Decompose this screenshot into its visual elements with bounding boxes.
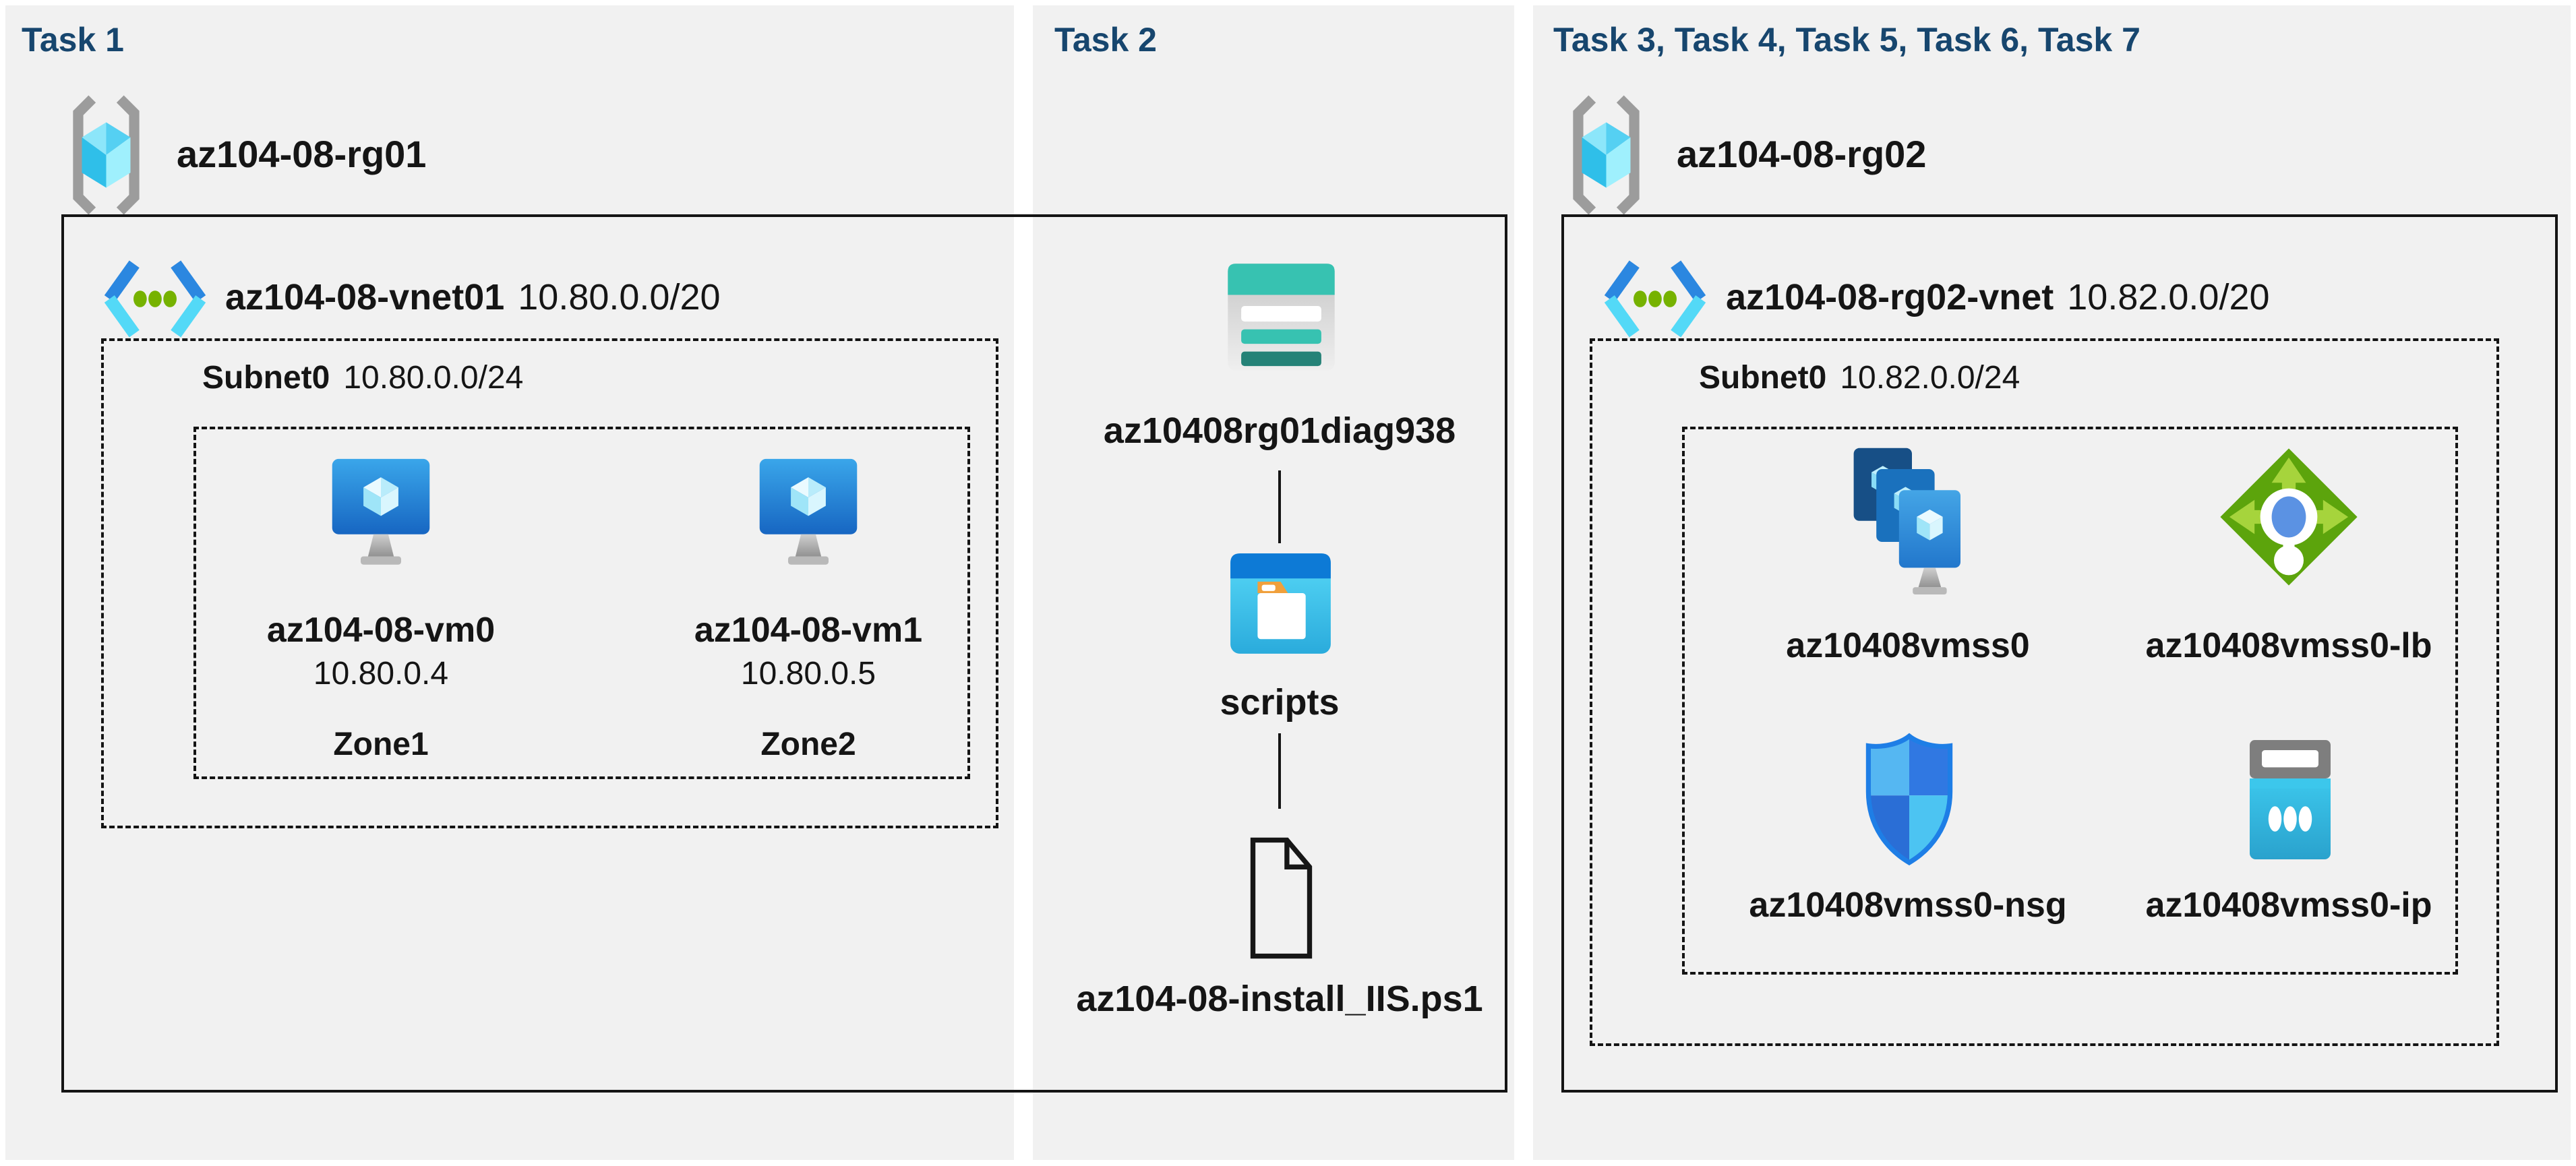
subnet-cidr: 10.82.0.0/24 [1840, 360, 2020, 396]
virtual-machine-icon [330, 457, 431, 567]
script-file-name: az104-08-install_IIS.ps1 [1076, 979, 1483, 1019]
vnet-title-row: az104-08-rg02-vnet 10.82.0.0/20 [1726, 276, 2270, 318]
task3-header: Task 3, Task 4, Task 5, Task 6, Task 7 [1553, 21, 2140, 59]
resource-name: az10408vmss0-ip [2145, 886, 2432, 925]
storage-account-name: az10408rg01diag938 [1103, 410, 1456, 451]
virtual-machine-icon [758, 457, 859, 567]
task2-header: Task 2 [1054, 21, 1157, 59]
resource-name: az10408vmss0-nsg [1749, 886, 2067, 925]
vm-scale-set-icon [1847, 445, 1969, 599]
subnet-name: Subnet0 [202, 360, 330, 396]
subnet-cidr: 10.80.0.0/24 [343, 360, 524, 396]
public-ip-icon [2240, 738, 2341, 863]
vmss-resources-box [1682, 427, 2458, 975]
task1-panel [5, 5, 1014, 1160]
vnet-cidr: 10.82.0.0/20 [2067, 277, 2270, 317]
virtual-network-icon [1601, 257, 1709, 340]
vm-zone: Zone1 [333, 727, 429, 762]
vm-zone: Zone2 [760, 727, 856, 762]
vm-ip: 10.80.0.4 [313, 656, 449, 692]
vm-ip: 10.80.0.5 [740, 656, 876, 692]
subnet0-box-task3 [1590, 338, 2499, 1046]
vnet-cidr: 10.80.0.0/20 [518, 277, 721, 317]
connector-scripts-file [1278, 733, 1281, 809]
resource-group-name: az104-08-rg01 [177, 133, 427, 175]
container-name: scripts [1220, 682, 1340, 723]
vnet-title-row: az104-08-vnet01 10.80.0.0/20 [225, 276, 721, 318]
subnet0-title-task3: Subnet0 10.82.0.0/24 [1699, 359, 2020, 396]
resource-name: az10408vmss0-lb [2145, 626, 2432, 665]
storage-account-icon [1226, 262, 1337, 373]
rg02-boundary-box [1561, 214, 2558, 1093]
resource-group-icon [64, 94, 148, 216]
vm-name: az104-08-vm0 [266, 611, 496, 650]
subnet0-title-task1: Subnet0 10.80.0.0/24 [202, 359, 523, 396]
vnet-name: az104-08-rg02-vnet [1726, 277, 2054, 317]
script-file-icon [1246, 834, 1317, 962]
task3-panel [1533, 5, 2571, 1160]
connector-storage-scripts [1278, 470, 1281, 543]
virtual-network-icon [101, 257, 209, 340]
network-security-group-icon [1859, 731, 1960, 867]
vm-zone-box [193, 427, 970, 779]
resource-group-icon [1564, 94, 1648, 216]
vnet01-boundary-box [61, 214, 1507, 1093]
resource-group-name: az104-08-rg02 [1677, 133, 1927, 175]
vm-name: az104-08-vm1 [694, 611, 923, 650]
resource-name: az10408vmss0 [1786, 626, 2030, 665]
subnet-name: Subnet0 [1699, 360, 1827, 396]
subnet0-box-task1 [101, 338, 998, 828]
blob-container-icon [1228, 551, 1333, 656]
load-balancer-icon [2218, 446, 2360, 588]
vnet-name: az104-08-vnet01 [225, 277, 505, 317]
task1-header: Task 1 [22, 21, 124, 59]
